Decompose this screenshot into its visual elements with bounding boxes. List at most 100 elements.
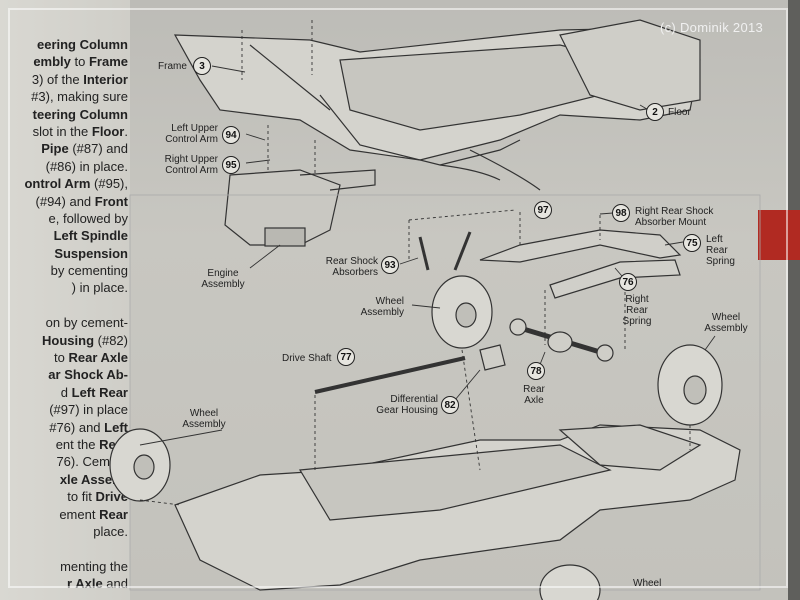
instruction-line: #76) and Left: [0, 419, 128, 436]
wheel-upper-left: [431, 275, 493, 349]
instruction-text-segment: place.: [93, 523, 128, 539]
instruction-line: by cementing: [0, 262, 128, 279]
rear-shock-absorbers-illustration: [418, 231, 472, 271]
callout-left-rear-spring-label: Left Rear Spring: [706, 234, 735, 267]
instruction-line: ar Shock Ab-: [0, 366, 128, 383]
callout-right-rear-spring-label: Right Rear Spring: [622, 294, 652, 327]
callout-rear-shock-absorbers-number: 93: [381, 256, 399, 274]
instruction-text-segment: menting the: [60, 558, 128, 574]
instruction-line: to fit Drive: [0, 488, 128, 505]
instruction-text-segment: Drive: [95, 489, 128, 505]
instruction-line: on by cement-: [0, 314, 128, 331]
drive-shaft-illustration: [314, 344, 506, 394]
instruction-line: (#94) and Front: [0, 193, 128, 210]
instruction-line: Housing (#82): [0, 332, 128, 349]
instruction-text-segment: to: [70, 54, 89, 70]
instruction-text-segment: on by cement-: [45, 315, 128, 331]
callout-floor-label: Floor: [668, 107, 691, 118]
callout-left-upper-control-arm-label: Left Upper Control Arm: [165, 123, 218, 145]
instruction-text-segment: (#94) and: [35, 193, 95, 209]
instruction-line: place.: [0, 523, 128, 540]
instruction-line: 3) of the Interior: [0, 71, 128, 88]
instruction-text-segment: #76) and: [49, 419, 105, 435]
instruction-text-segment: Floor: [91, 123, 125, 139]
instruction-text-segment: Interior: [83, 71, 128, 87]
instruction-text-segment: ) in place.: [71, 280, 128, 296]
rear-axle-illustration: [509, 318, 614, 362]
instruction-text-segment: by cementing: [50, 263, 128, 279]
instruction-line: ement Rear: [0, 506, 128, 523]
instruction-text-segment: Left Spindle: [53, 228, 128, 244]
instruction-text-segment: (#97) in place: [49, 402, 128, 418]
callout-wheel-assembly-upper-label: Wheel Assembly: [360, 296, 404, 318]
instruction-text-segment: Pipe: [41, 141, 69, 157]
callout-right-rear-shock-mount-number: 98: [612, 204, 630, 222]
instruction-text-segment: to fit: [67, 489, 96, 505]
callout-wheel-assembly-right-label: Wheel Assembly: [704, 312, 748, 334]
callout-engine-assembly-label: Engine Assembly: [201, 268, 245, 290]
wheel-lower-left: [109, 428, 171, 502]
instruction-text-segment: Rear Axle: [68, 350, 129, 366]
copyright-watermark: (c) Dominik 2013: [660, 20, 764, 35]
callout-rear-axle-label: Rear Axle: [523, 384, 545, 406]
instruction-text-segment: (#82): [94, 332, 128, 348]
instruction-text-segment: d: [60, 384, 72, 400]
text-column-background: [0, 0, 130, 600]
instruction-line: ) in place.: [0, 279, 128, 296]
callout-rear-shock-absorbers-label: Rear Shock Absorbers: [325, 256, 378, 278]
instruction-text-segment: Left Rear: [71, 384, 128, 400]
instruction-line: Pipe (#87) and: [0, 140, 128, 157]
instruction-line: Suspension: [0, 245, 128, 262]
callout-drive-shaft-label: Drive Shaft: [282, 353, 332, 364]
callout-left-rear-spring-number: 75: [683, 234, 701, 252]
callout-frame-label: Frame: [158, 61, 187, 72]
callout-right-upper-control-arm-label: Right Upper Control Arm: [164, 154, 218, 176]
lower-chassis-illustration: [174, 424, 741, 591]
callout-wheel-bottom-label: Wheel: [633, 578, 662, 589]
instruction-line: #3), making sure: [0, 88, 128, 105]
callout-right-upper-control-arm-number: 95: [222, 156, 240, 174]
callout-part-97-number: 97: [534, 201, 552, 219]
instruction-line: menting the: [0, 558, 128, 575]
instruction-line: (#97) in place: [0, 401, 128, 418]
callout-frame-number: 3: [193, 57, 211, 75]
instruction-text-segment: slot in the: [32, 123, 92, 139]
callout-wheel-assembly-lower-label: Wheel Assembly: [182, 408, 226, 430]
instruction-text-segment: Rear: [99, 506, 128, 522]
instruction-line: eering Column: [0, 36, 128, 53]
rear-springs-illustration: [479, 229, 682, 299]
instruction-text-segment: (#95),: [90, 176, 128, 192]
instruction-line: d Left Rear: [0, 384, 128, 401]
instruction-line: Left Spindle: [0, 227, 128, 244]
red-page-tab: [758, 210, 800, 260]
instruction-text-segment: eering Column: [36, 37, 128, 52]
instruction-text-segment: (#86) in place.: [45, 158, 128, 174]
instruction-line: embly to Frame: [0, 53, 128, 70]
instruction-text-segment: Housing: [42, 332, 95, 348]
instruction-text-segment: Left: [104, 419, 128, 435]
engine-illustration: [224, 169, 376, 247]
instruction-text-segment: Front: [94, 193, 128, 209]
instruction-text-segment: embly: [33, 54, 71, 70]
instruction-line: ontrol Arm (#95),: [0, 175, 128, 192]
instruction-text-segment: to: [54, 350, 69, 366]
callout-right-rear-shock-mount-label: Right Rear Shock Absorber Mount: [635, 206, 714, 228]
instruction-text-segment: Suspension: [54, 245, 128, 261]
instruction-text-segment: e, followed by: [48, 210, 129, 226]
callout-drive-shaft-number: 77: [337, 348, 355, 366]
instruction-text-segment: ontrol Arm: [24, 176, 91, 192]
instruction-text-segment: teering Column: [32, 106, 128, 122]
wheel-right: [657, 344, 723, 426]
instruction-text-segment: (#87) and: [68, 141, 128, 157]
instruction-text-segment: ar Shock Ab-: [48, 367, 128, 383]
callout-rear-axle-number: 78: [527, 362, 545, 380]
callout-right-rear-spring-number: 76: [619, 273, 637, 291]
instruction-line: to Rear Axle: [0, 349, 128, 366]
callout-differential-number: 82: [441, 396, 459, 414]
instruction-text-segment: Frame: [88, 54, 128, 70]
instruction-text-segment: #3), making sure: [31, 89, 128, 105]
instruction-text-segment: 3) of the: [31, 71, 84, 87]
instruction-text-segment: ement: [59, 506, 100, 522]
